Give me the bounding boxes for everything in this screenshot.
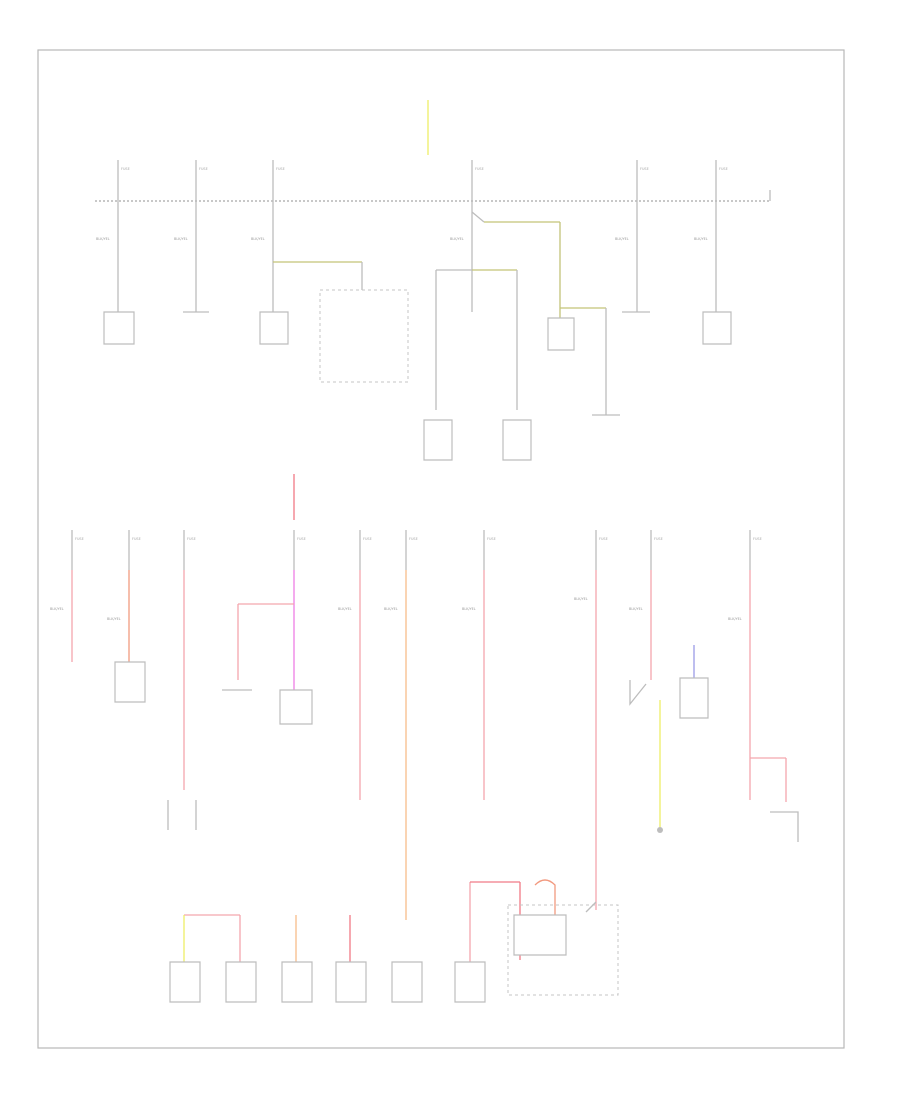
svg-text:BLK/YEL: BLK/YEL xyxy=(694,237,708,241)
diagram-frame xyxy=(37,49,845,1049)
svg-text:FUSE: FUSE xyxy=(599,537,608,541)
svg-text:FUSE: FUSE xyxy=(409,537,418,541)
top-connector-box xyxy=(319,289,409,383)
svg-text:BLK/YEL: BLK/YEL xyxy=(450,237,464,241)
lower-components xyxy=(114,661,799,842)
svg-text:BLK/YEL: BLK/YEL xyxy=(384,607,398,611)
svg-text:BLK/YEL: BLK/YEL xyxy=(728,617,742,621)
svg-text:FUSE: FUSE xyxy=(640,167,649,171)
top-fuses xyxy=(117,160,717,201)
svg-text:FUSE: FUSE xyxy=(654,537,663,541)
svg-text:BLK/YEL: BLK/YEL xyxy=(174,237,188,241)
lower-fuses xyxy=(71,530,751,570)
svg-text:FUSE: FUSE xyxy=(753,537,762,541)
svg-text:BLK/YEL: BLK/YEL xyxy=(96,237,110,241)
svg-text:BLK/YEL: BLK/YEL xyxy=(615,237,629,241)
top-power-source xyxy=(400,66,450,155)
svg-text:FUSE: FUSE xyxy=(363,537,372,541)
svg-text:FUSE: FUSE xyxy=(719,167,728,171)
svg-text:BLK/YEL: BLK/YEL xyxy=(462,607,476,611)
svg-text:BLK/YEL: BLK/YEL xyxy=(574,597,588,601)
wire-codes: BLK/YEL BLK/YEL BLK/YEL BLK/YEL BLK/YEL … xyxy=(50,237,742,621)
svg-text:FUSE: FUSE xyxy=(276,167,285,171)
svg-text:BLK/YEL: BLK/YEL xyxy=(251,237,265,241)
svg-text:FUSE: FUSE xyxy=(297,537,306,541)
svg-text:FUSE: FUSE xyxy=(475,167,484,171)
svg-text:FUSE: FUSE xyxy=(75,537,84,541)
svg-text:FUSE: FUSE xyxy=(199,167,208,171)
top-drop-wires xyxy=(117,201,717,415)
bottom-components xyxy=(169,901,619,1003)
bottom-branches xyxy=(183,879,556,962)
svg-text:FUSE: FUSE xyxy=(487,537,496,541)
fuse-labels: FUSE FUSE FUSE FUSE FUSE FUSE FUSE FUSE … xyxy=(75,167,762,541)
top-components xyxy=(103,311,732,461)
lower-drop-wires xyxy=(71,570,787,920)
svg-text:BLK/YEL: BLK/YEL xyxy=(629,607,643,611)
svg-text:BLK/YEL: BLK/YEL xyxy=(50,607,64,611)
svg-text:FUSE: FUSE xyxy=(121,167,130,171)
svg-text:BLK/YEL: BLK/YEL xyxy=(338,607,352,611)
svg-text:BLK/YEL: BLK/YEL xyxy=(107,617,121,621)
svg-text:FUSE: FUSE xyxy=(132,537,141,541)
svg-text:FUSE: FUSE xyxy=(187,537,196,541)
